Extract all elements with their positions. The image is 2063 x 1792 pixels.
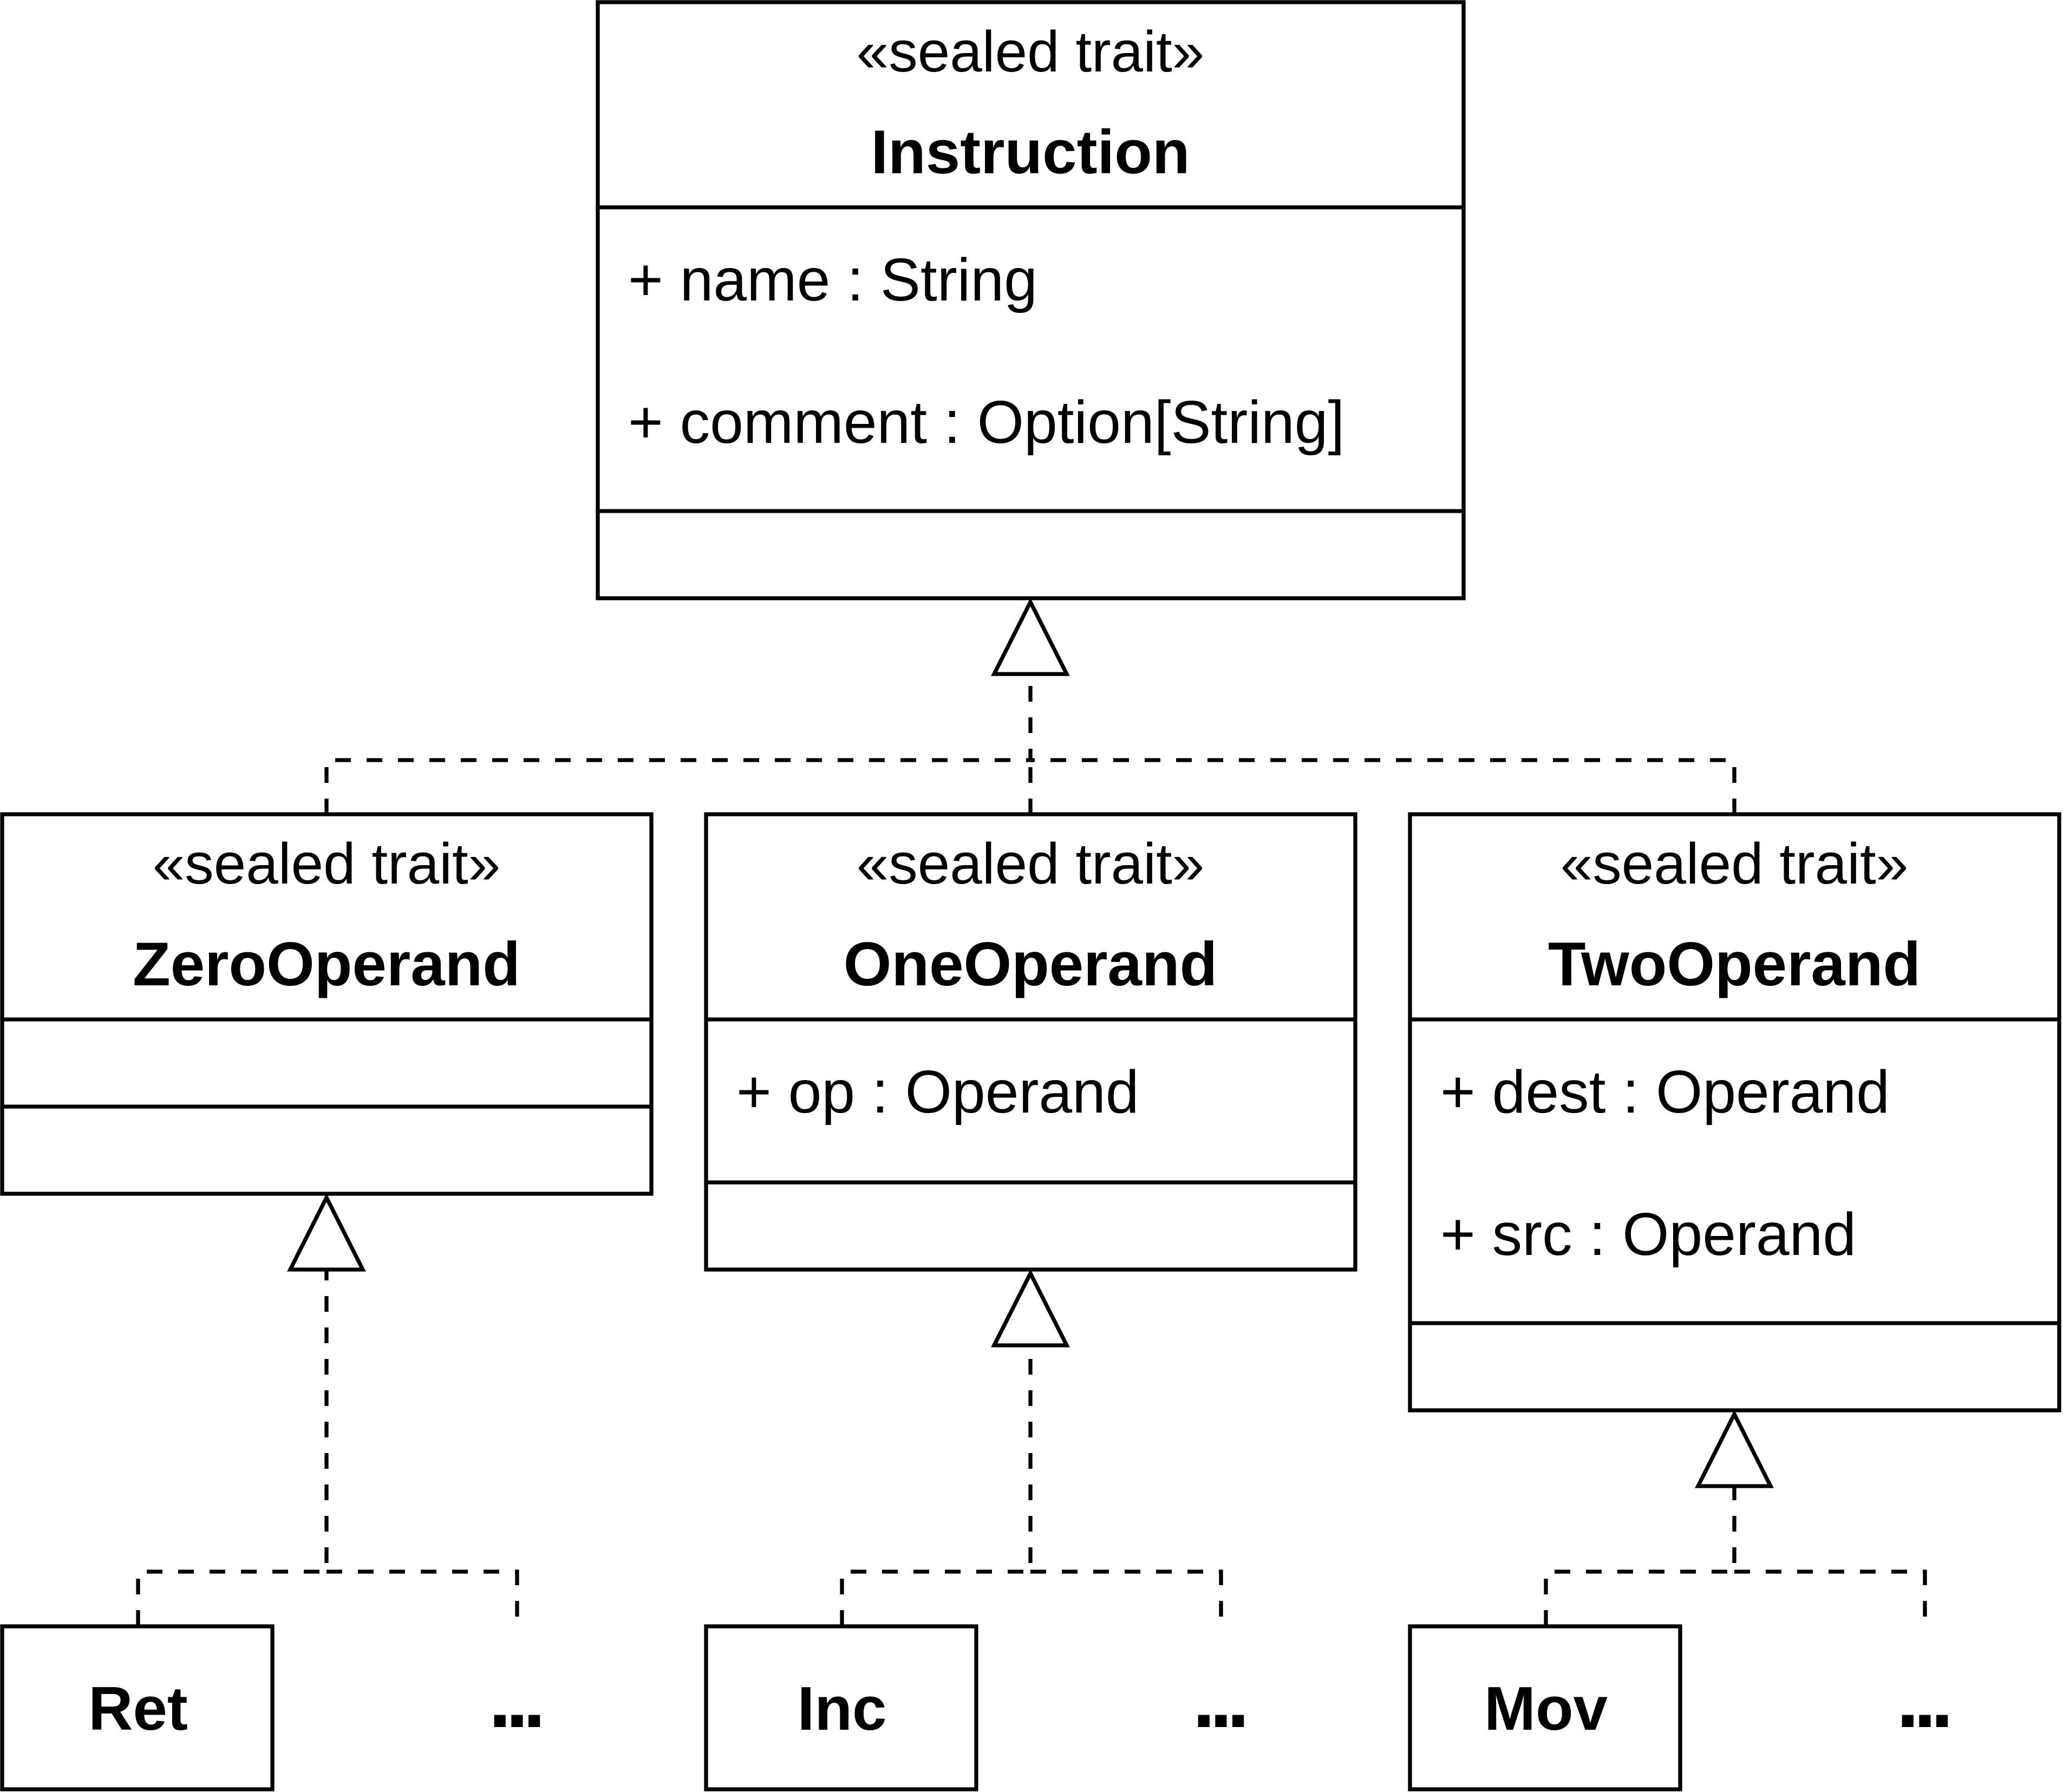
more-subclasses-ellipsis-two: ... (1896, 1653, 1948, 1744)
class-name: Mov (1484, 1675, 1608, 1743)
class-name: ZeroOperand (133, 930, 520, 999)
class-instruction[interactable]: «sealed trait» Instruction + name : Stri… (596, 0, 1466, 600)
realization-arrowhead-instruction (991, 597, 1070, 676)
class-name: Instruction (871, 118, 1190, 187)
attribute-name: + name : String (628, 246, 1037, 313)
edge-two-to-instruction (1030, 758, 1736, 814)
class-stereotype: «sealed trait» (153, 831, 500, 896)
attribute-dest: + dest : Operand (1440, 1058, 1890, 1126)
edge-zero-to-instruction (324, 674, 1033, 814)
edge-mov-to-two (1544, 1486, 1736, 1626)
class-mov[interactable]: Mov (1408, 1624, 1682, 1791)
edge-ret-to-zero (136, 1270, 329, 1626)
class-name: Ret (88, 1675, 188, 1743)
class-zero-operand[interactable]: «sealed trait» ZeroOperand (0, 812, 654, 1196)
realization-arrowhead-two (1695, 1409, 1774, 1488)
more-subclasses-ellipsis-one: ... (1192, 1653, 1244, 1744)
attribute-op: + op : Operand (736, 1058, 1139, 1126)
class-stereotype: «sealed trait» (857, 19, 1204, 84)
class-one-operand[interactable]: «sealed trait» OneOperand + op : Operand (704, 812, 1357, 1272)
more-subclasses-ellipsis-zero: ... (488, 1653, 540, 1744)
arrowheads (287, 597, 1774, 1488)
class-name: OneOperand (844, 930, 1217, 999)
connectors (136, 674, 1927, 1626)
edge-zero-ellipsis (327, 1569, 519, 1626)
realization-arrowhead-one (991, 1268, 1070, 1348)
class-stereotype: «sealed trait» (857, 831, 1204, 896)
edge-inc-to-one (840, 1345, 1033, 1626)
class-ret[interactable]: Ret (0, 1624, 275, 1791)
class-stereotype: «sealed trait» (1561, 831, 1908, 896)
attribute-src: + src : Operand (1440, 1201, 1856, 1268)
edge-two-ellipsis (1734, 1569, 1927, 1626)
class-name: Inc (798, 1675, 887, 1743)
class-two-operand[interactable]: «sealed trait» TwoOperand + dest : Opera… (1408, 812, 2061, 1412)
class-inc[interactable]: Inc (704, 1624, 978, 1791)
attribute-comment: + comment : Option[String] (628, 389, 1344, 456)
edge-one-ellipsis (1030, 1569, 1223, 1626)
class-name: TwoOperand (1548, 930, 1921, 999)
realization-arrowhead-zero (287, 1193, 366, 1272)
